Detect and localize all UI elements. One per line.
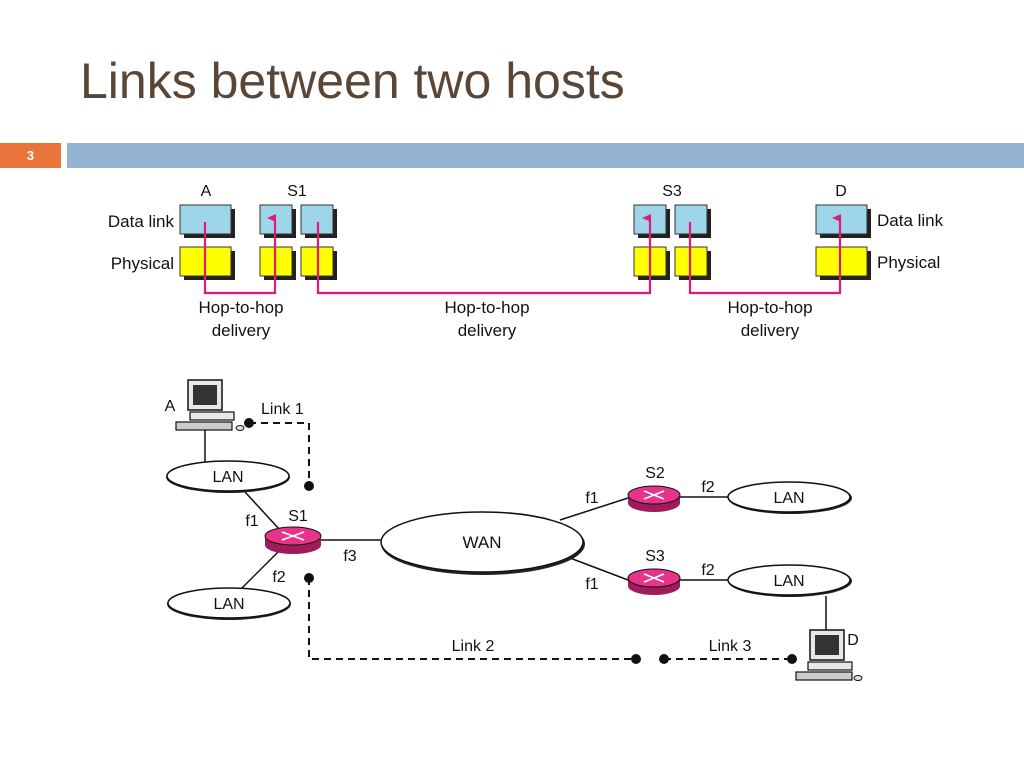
switch-s3-icon (627, 568, 681, 595)
physical-label-right: Physical (877, 253, 940, 272)
host-a-label: A (165, 398, 176, 415)
switch-s3-stack (633, 204, 711, 280)
host-d-label: D (847, 632, 859, 649)
hop1-label-line1: Hop-to-hop (198, 298, 283, 317)
switch-s1-label: S1 (288, 508, 308, 525)
node-s3-label: S3 (662, 183, 682, 200)
wan-label: WAN (462, 533, 501, 552)
host-d-stack (815, 204, 871, 280)
s1-f3-label: f3 (343, 548, 356, 565)
data-link-label-left: Data link (108, 212, 175, 231)
hop2-label-line2: delivery (458, 321, 517, 340)
physical-label-left: Physical (111, 254, 174, 273)
link3-label: Link 3 (709, 638, 752, 655)
layers-diagram: A S1 S3 D Data link Physical Data link P… (108, 183, 944, 340)
s2-f1-label: f1 (585, 490, 598, 507)
switch-s2-label: S2 (645, 465, 665, 482)
switch-s1-icon (264, 526, 322, 554)
lan-s3-label: LAN (773, 573, 804, 590)
computer-d-icon (795, 629, 863, 681)
link2-path (308, 578, 636, 660)
switch-s3-label: S3 (645, 548, 665, 565)
s3-f1-label: f1 (585, 576, 598, 593)
hop2-delivery-path (316, 214, 652, 295)
hop3-label-line2: delivery (741, 321, 800, 340)
switch-s2-icon (627, 485, 681, 512)
lan-top-left-cloud (166, 460, 290, 492)
s3-f2-label: f2 (701, 562, 714, 579)
wan-cloud (380, 511, 584, 573)
lan-bottom-left-label: LAN (213, 596, 244, 613)
topology-diagram: A Link 1 LAN LAN S1 f1 f2 f3 WAN (165, 379, 863, 681)
link2-label: Link 2 (452, 638, 495, 655)
hop2-label-line1: Hop-to-hop (444, 298, 529, 317)
lan-s3-cloud (727, 564, 851, 596)
hop3-delivery-path (688, 214, 842, 295)
lan-s2-label: LAN (773, 490, 804, 507)
s1-f1-label: f1 (245, 513, 258, 530)
link1-label: Link 1 (261, 401, 304, 418)
data-link-label-right: Data link (877, 211, 944, 230)
page-title: Links between two hosts (80, 53, 625, 109)
hop3-label-line1: Hop-to-hop (727, 298, 812, 317)
host-a-stack (179, 204, 235, 280)
s2-f2-label: f2 (701, 479, 714, 496)
node-s1-label: S1 (287, 183, 307, 200)
hop1-delivery-path (203, 214, 277, 295)
node-d-label: D (835, 183, 847, 200)
lan-s2-cloud (727, 481, 851, 513)
lan-top-left-label: LAN (212, 469, 243, 486)
link1-path (249, 422, 310, 486)
hop1-label-line2: delivery (212, 321, 271, 340)
computer-a-icon (175, 379, 245, 431)
slide-number-badge: 3 (0, 143, 61, 168)
s1-f2-label: f2 (272, 569, 285, 586)
header-bar (67, 143, 1024, 168)
switch-s1-stack (259, 204, 337, 280)
node-a-label: A (201, 183, 212, 200)
lan-bottom-left-cloud (167, 587, 291, 619)
